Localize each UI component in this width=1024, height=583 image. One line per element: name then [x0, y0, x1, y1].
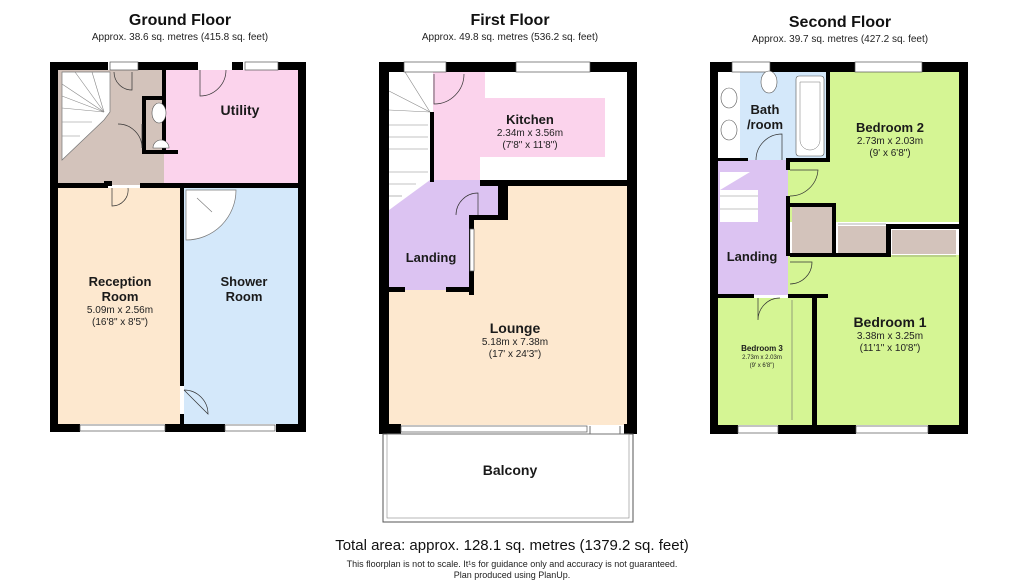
lounge-dims-ft: (17' x 24'3") [488, 349, 542, 360]
reception-room-label-line2: Room [101, 289, 139, 304]
bedroom-3-label: Bedroom 3 [741, 344, 783, 353]
cupboard-1 [792, 206, 834, 254]
balcony-label: Balcony [482, 462, 538, 478]
basin-1 [720, 87, 738, 109]
second-landing-area [718, 160, 788, 295]
landing-area [389, 180, 500, 290]
bedroom-1-dims-ft: (11'1" x 10'8") [859, 343, 921, 354]
first-floor-title: First Floor [470, 12, 550, 29]
cupboard-3 [892, 230, 956, 254]
bedroom-1-label: Bedroom 1 [853, 314, 927, 330]
bedroom-1-dims-m: 3.38m x 3.25m [856, 331, 924, 342]
reception-room-dims-m: 5.09m x 2.56m [86, 305, 154, 316]
second-landing-label: Landing [726, 249, 778, 264]
credit: Plan produced using PlanUp. [453, 570, 571, 580]
stairs [389, 72, 430, 160]
shower-room-label-line2: Room [225, 289, 263, 304]
utility-area [164, 70, 298, 185]
reception-room-dims-ft: (16'8" x 8'5") [92, 317, 148, 328]
shower-room-area [184, 188, 298, 424]
first-floor-area: Approx. 49.8 sq. metres (536.2 sq. feet) [421, 32, 599, 43]
ground-floor-area: Approx. 38.6 sq. metres (415.8 sq. feet) [91, 32, 269, 43]
basin [152, 139, 170, 149]
bedroom-2-label: Bedroom 2 [856, 120, 924, 135]
bathroom-label-line2: /room [746, 117, 784, 132]
cupboard-2 [838, 226, 886, 256]
toilet [151, 102, 167, 124]
hallway-area [58, 70, 166, 185]
lounge-dims-m: 5.18m x 7.38m [481, 337, 549, 348]
bedroom-2-dims-ft: (9' x 6'8") [869, 148, 911, 159]
bathroom-label-line1: Bath [750, 102, 780, 117]
bedroom-2-dims-m: 2.73m x 2.03m [856, 136, 924, 147]
total-area: Total area: approx. 128.1 sq. metres (13… [335, 537, 689, 554]
disclaimer: This floorplan is not to scale. It¹s for… [346, 559, 678, 569]
kitchen-dims-ft: (7'8" x 11'8") [502, 140, 558, 151]
second-floor-area: Approx. 39.7 sq. metres (427.2 sq. feet) [751, 34, 929, 45]
lounge-area [389, 186, 627, 425]
bathtub [795, 75, 825, 157]
vanity-area [718, 72, 740, 160]
reception-room-label-line1: Reception [88, 274, 152, 289]
first-landing-label: Landing [405, 250, 457, 265]
utility-label: Utility [220, 102, 260, 118]
ground-floor-title: Ground Floor [128, 12, 232, 29]
bedroom-3-dims-m: 2.73m x 2.03m [742, 355, 782, 361]
second-floor-title: Second Floor [788, 14, 892, 31]
kitchen-label: Kitchen [506, 112, 554, 127]
stairs [61, 71, 111, 161]
balcony-area [382, 433, 634, 523]
bedroom-3-dims-ft: (9' x 6'8") [749, 363, 775, 369]
shower-room-label-line1: Shower [220, 274, 268, 289]
lounge-label: Lounge [489, 320, 541, 336]
stairs [720, 172, 758, 222]
toilet [760, 70, 778, 94]
kitchen-dims-m: 2.34m x 3.56m [496, 128, 564, 139]
basin-2 [720, 119, 738, 141]
